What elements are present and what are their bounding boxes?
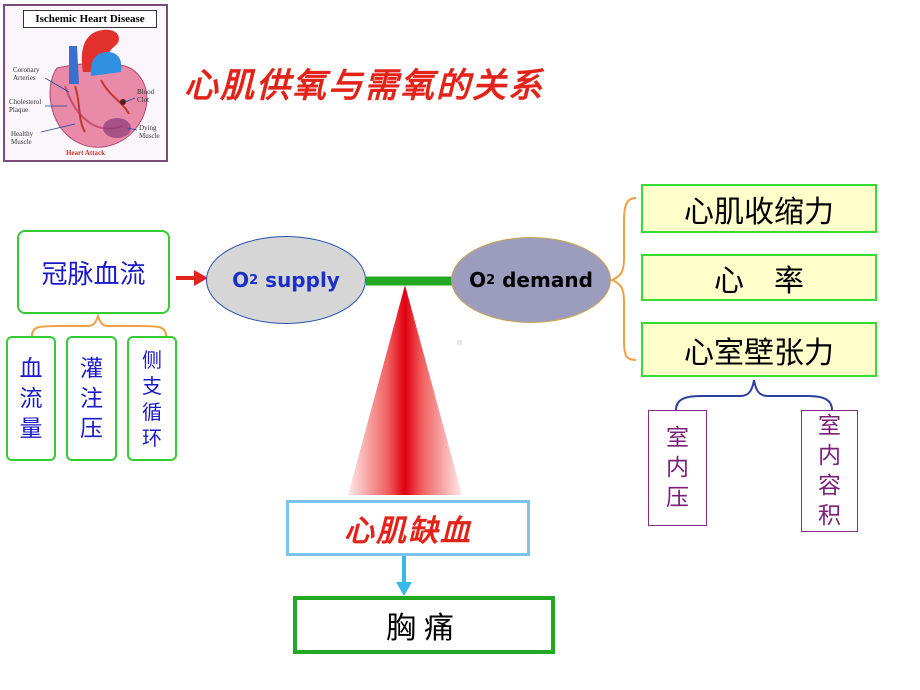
arrow-down-icon (396, 556, 412, 596)
wall-tension-char: 容 (818, 473, 841, 499)
demand-suffix: demand (495, 268, 593, 292)
coronary-factor-char: 循 (142, 399, 162, 424)
chest-pain-box: 胸痛 (293, 596, 555, 654)
coronary-factor-char: 灌 (80, 355, 103, 382)
wall-tension-char: 内 (666, 455, 689, 481)
heart-illustration-title: Ischemic Heart Disease (23, 10, 157, 28)
coronary-factor-char: 量 (19, 415, 43, 442)
heart-label-coronary: Coronary Arteries (13, 66, 40, 82)
heart-label-cholesterol: Cholesterol Plaque (9, 98, 42, 114)
wall-tension-char: 积 (818, 503, 841, 529)
supply-subscript: 2 (249, 272, 259, 288)
wall-tension-brace (675, 379, 833, 411)
myocardial-ischemia-box: 心肌缺血 (286, 500, 530, 556)
arrow-right-icon (176, 270, 208, 286)
coronary-factor-char: 流 (19, 385, 43, 412)
demand-factor-contractility: 心肌收缩力 (641, 184, 877, 233)
coronary-brace (31, 312, 167, 337)
heart-illustration: Ischemic Heart Disease Coronary Arteries… (3, 4, 168, 162)
coronary-factor-char: 侧 (142, 347, 162, 372)
wall-tension-char: 室 (666, 425, 689, 451)
wall-tension-char: 内 (818, 443, 841, 469)
wall-tension-factor-pressure: 室 内 压 (648, 410, 707, 526)
wall-tension-char: 压 (666, 485, 689, 511)
wall-tension-char: 室 (818, 413, 841, 439)
coronary-factor-blood-flow: 血 流 量 (6, 336, 56, 461)
supply-prefix: O (232, 268, 250, 292)
demand-subscript: 2 (486, 272, 496, 288)
coronary-flow-box: 冠脉血流 (17, 230, 170, 314)
heart-illustration-caption: Heart Attack (65, 149, 106, 157)
coronary-factor-perfusion: 灌 注 压 (66, 336, 117, 461)
coronary-factor-char: 注 (80, 385, 103, 412)
heart-label-blood-clot: Blood Clot (137, 88, 155, 104)
demand-factor-heart-rate: 心 率 (641, 254, 877, 301)
wall-tension-factor-volume: 室 内 容 积 (801, 410, 858, 532)
demand-brace (609, 197, 637, 361)
coronary-factor-char: 压 (80, 415, 103, 442)
page-title: 心肌供氧与需氧的关系 (184, 66, 544, 106)
demand-prefix: O (469, 268, 487, 292)
ischemia-cone (348, 285, 462, 495)
heart-icon (40, 29, 148, 148)
coronary-factor-char: 环 (142, 425, 162, 450)
coronary-factor-char: 血 (19, 355, 43, 382)
heart-label-healthy: Healthy Muscle (11, 130, 34, 146)
coronary-factor-char: 支 (142, 373, 162, 398)
supply-suffix: supply (258, 268, 340, 292)
coronary-factor-collateral: 侧 支 循 环 (127, 336, 177, 461)
demand-factor-wall-tension: 心室壁张力 (641, 322, 877, 377)
heart-label-dying: Dying Muscle (139, 124, 160, 140)
